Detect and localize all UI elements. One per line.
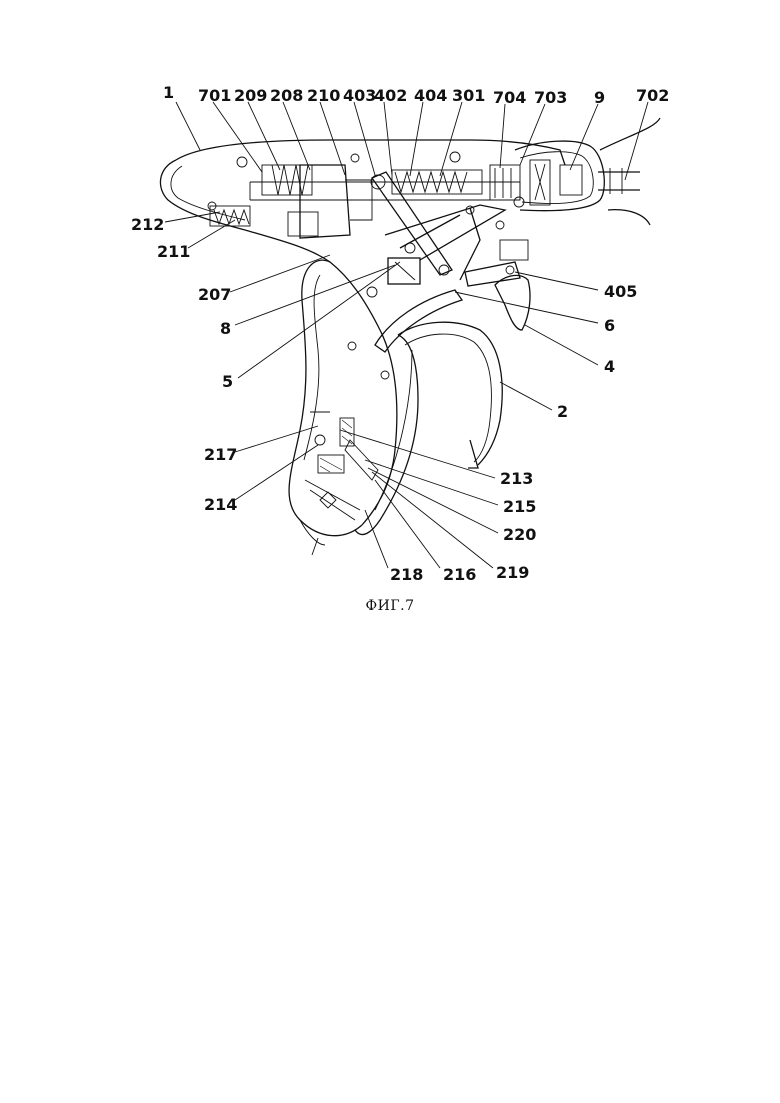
- linkage: [371, 172, 530, 330]
- label-6: 6: [604, 316, 615, 335]
- label-219: 219: [496, 563, 529, 582]
- label-208: 208: [270, 86, 303, 105]
- label-217: 217: [204, 445, 237, 464]
- leader-lines: [165, 102, 648, 568]
- part-8: [388, 258, 420, 284]
- glue-gun-drawing: 1 701 209 208 210 403 402 404 301 704 70…: [0, 0, 780, 640]
- spring-209: [262, 165, 312, 195]
- label-210: 210: [307, 86, 340, 105]
- label-213: 213: [500, 469, 533, 488]
- part-6: [375, 290, 462, 352]
- label-1: 1: [163, 83, 174, 102]
- label-403: 403: [343, 86, 376, 105]
- label-218: 218: [390, 565, 423, 584]
- label-405: 405: [604, 282, 637, 301]
- label-701: 701: [198, 86, 231, 105]
- label-703: 703: [534, 88, 567, 107]
- label-5: 5: [222, 372, 233, 391]
- label-220: 220: [503, 525, 536, 544]
- label-4: 4: [604, 357, 615, 376]
- figure-caption: ФИГ.7: [0, 598, 780, 614]
- clamp-703-704: [490, 160, 582, 205]
- label-212: 212: [131, 215, 164, 234]
- label-211: 211: [157, 242, 190, 261]
- pusher-block: [288, 165, 372, 238]
- label-207: 207: [198, 285, 231, 304]
- label-209: 209: [234, 86, 267, 105]
- label-214: 214: [204, 495, 237, 514]
- label-2: 2: [557, 402, 568, 421]
- label-702: 702: [636, 86, 669, 105]
- label-404: 404: [414, 86, 447, 105]
- label-8: 8: [220, 319, 231, 338]
- label-9: 9: [594, 88, 605, 107]
- label-704: 704: [493, 88, 526, 107]
- lever-2: [355, 322, 502, 534]
- label-215: 215: [503, 497, 536, 516]
- handle: [289, 260, 397, 555]
- housing: [160, 118, 660, 330]
- label-301: 301: [452, 86, 485, 105]
- label-402: 402: [374, 86, 407, 105]
- label-216: 216: [443, 565, 476, 584]
